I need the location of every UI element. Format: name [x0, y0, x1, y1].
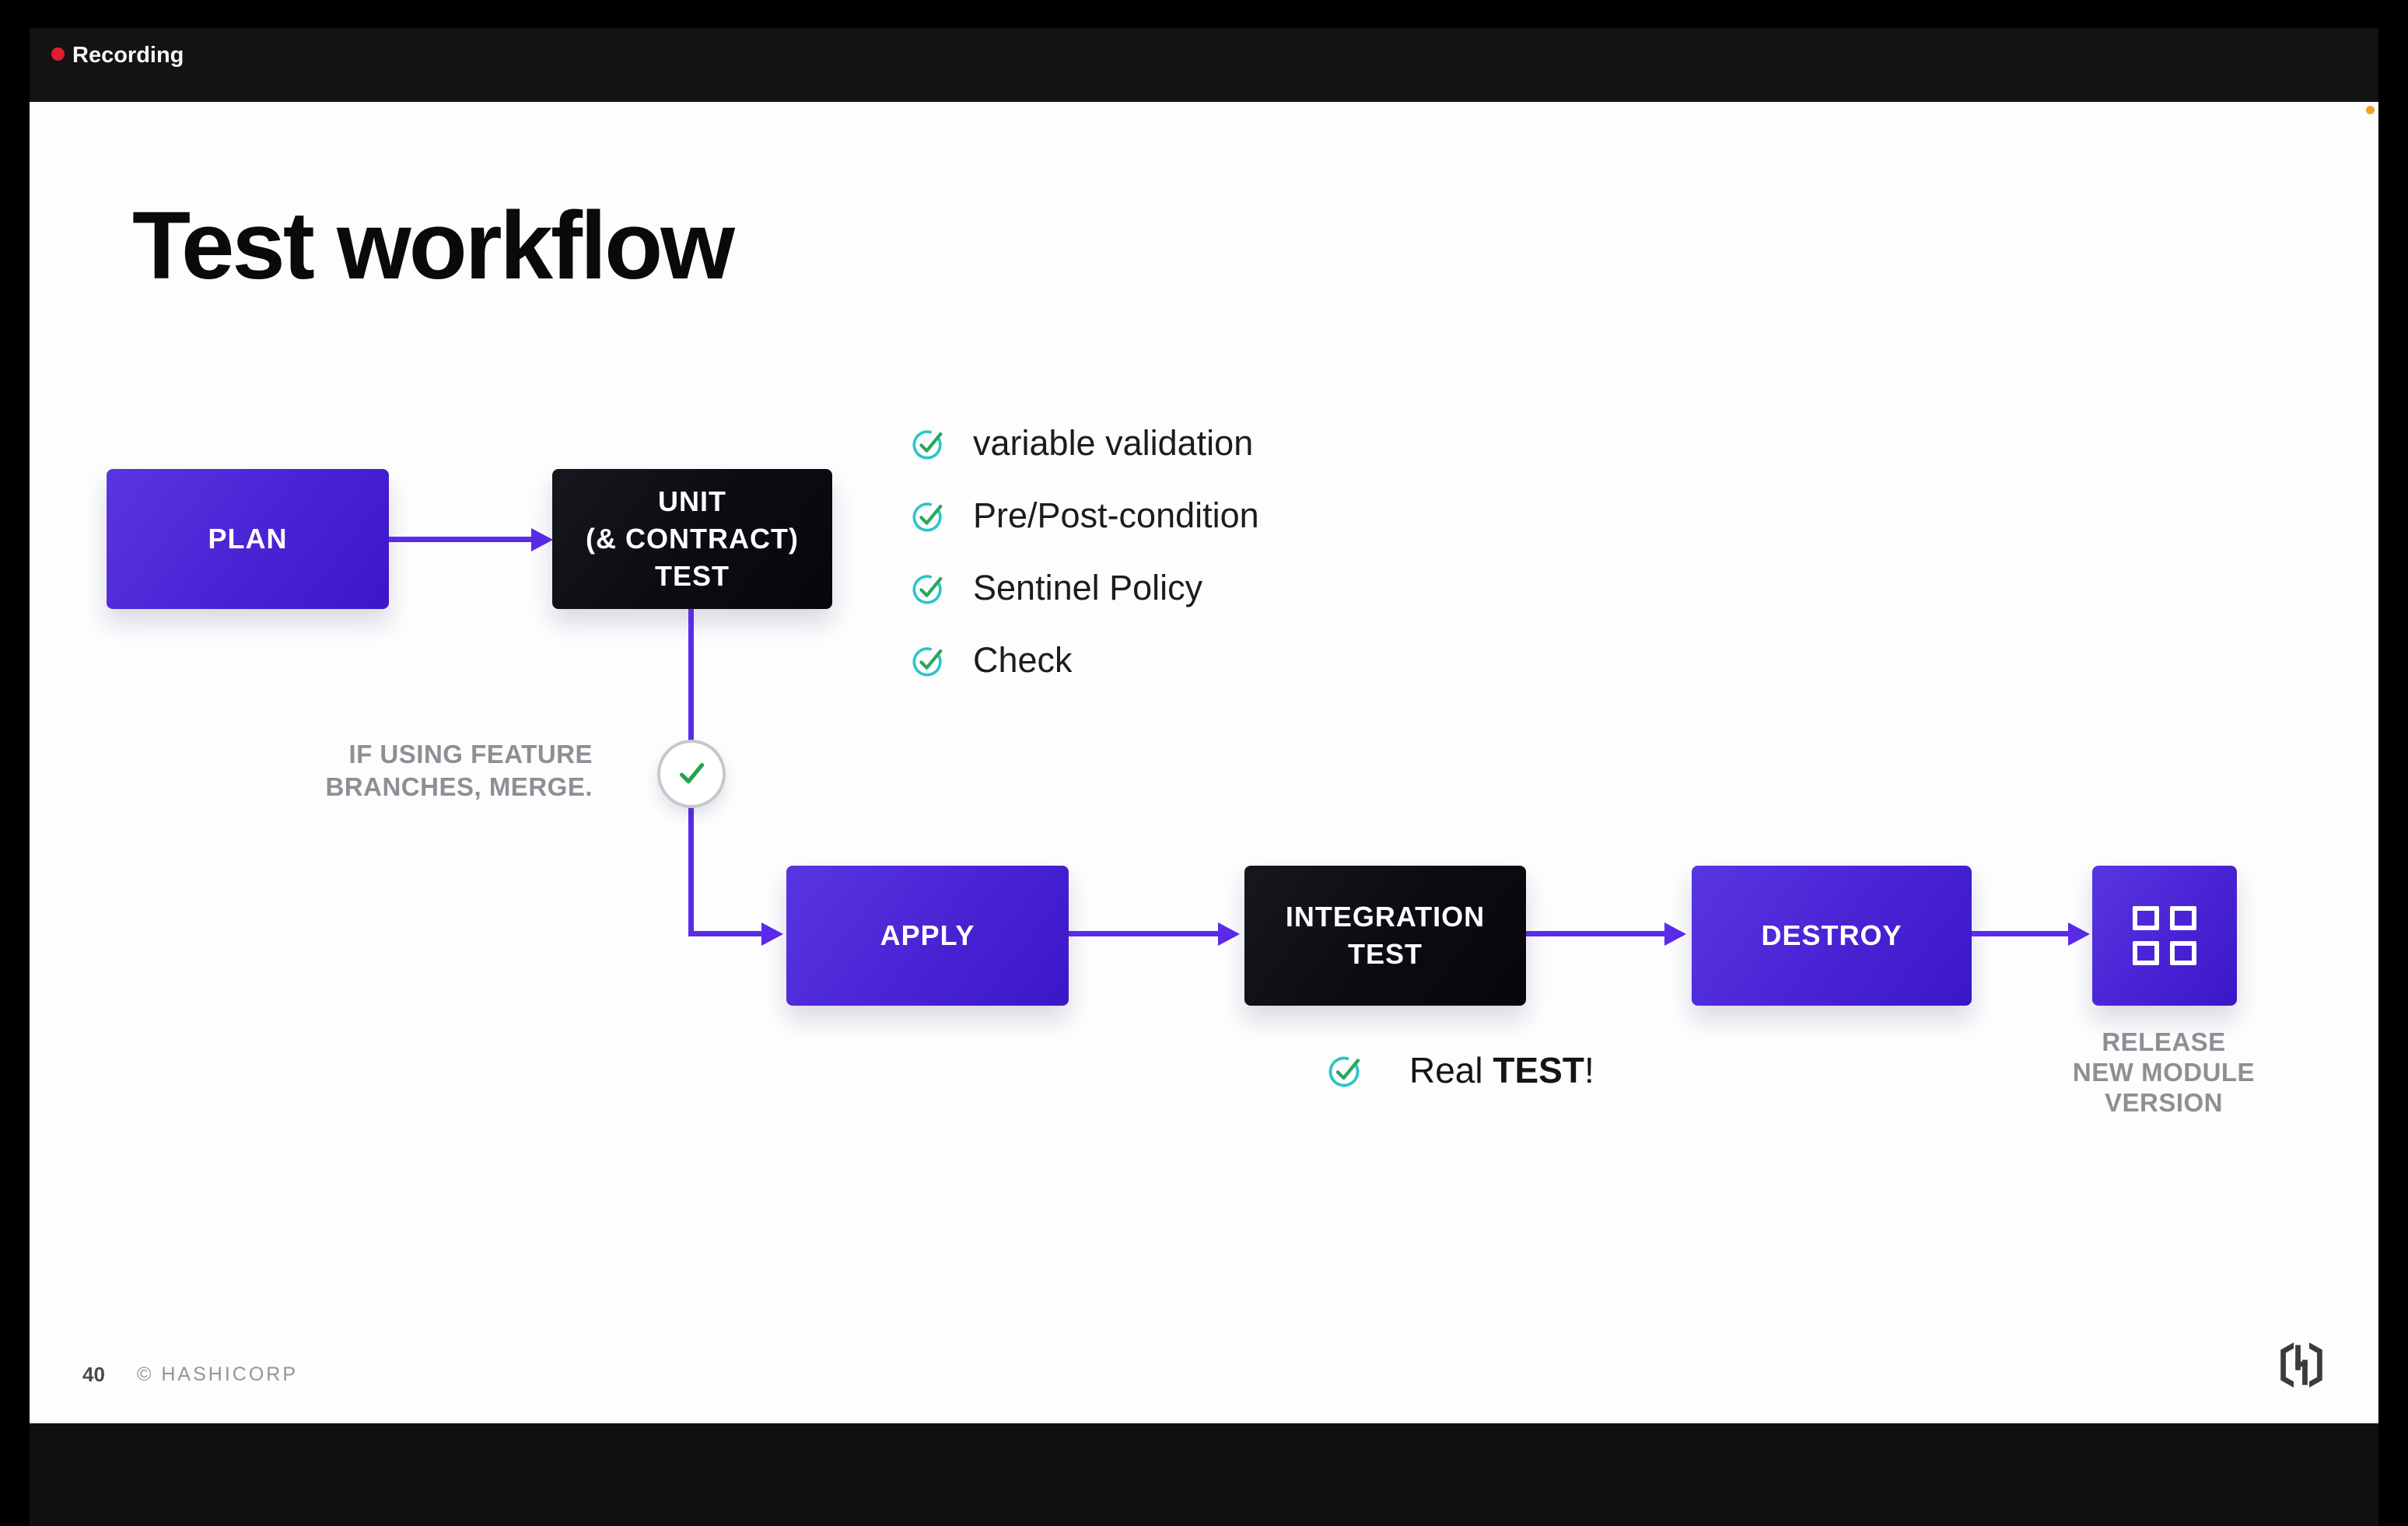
- checklist-item-label: Pre/Post-condition: [973, 495, 1259, 535]
- node-integration-test: INTEGRATION TEST: [1244, 866, 1526, 1006]
- checklist-item-label: Sentinel Policy: [973, 568, 1203, 607]
- merge-note: IF USING FEATURE BRANCHES, MERGE.: [126, 738, 593, 803]
- recording-bar: Recording: [30, 28, 2378, 102]
- node-integration-line: TEST: [1347, 938, 1423, 970]
- arrowhead-destroy-to-release: [2068, 922, 2090, 946]
- release-caption-line: RELEASE: [2102, 1027, 2226, 1056]
- release-caption-line: VERSION: [2104, 1088, 2224, 1117]
- checklist-item: Check: [911, 642, 1073, 679]
- recording-dot-icon: [51, 47, 65, 61]
- recording-label: Recording: [72, 43, 184, 68]
- checklist-item-label: variable validation: [973, 423, 1254, 463]
- checklist-item: Pre/Post-condition: [911, 497, 1259, 534]
- arrow-apply-to-integration: [1069, 931, 1220, 936]
- slide: Test workflow PLAN UNIT (& CONTRACT) TES…: [30, 102, 2378, 1423]
- slide-title: Test workflow: [132, 193, 735, 299]
- hashicorp-logo-icon: [2280, 1342, 2322, 1388]
- merge-note-line: IF USING FEATURE: [348, 740, 593, 768]
- node-unit-test: UNIT (& CONTRACT) TEST: [552, 469, 832, 609]
- green-check-icon: [679, 763, 705, 784]
- node-unit-line: UNIT: [657, 485, 726, 517]
- node-apply: APPLY: [786, 866, 1069, 1006]
- node-release: [2092, 866, 2237, 1006]
- arrow-integration-to-destroy: [1526, 931, 1666, 936]
- arrowhead-to-apply: [761, 922, 783, 946]
- arrowhead-integration-to-destroy: [1664, 922, 1686, 946]
- arrow-plan-to-unit: [389, 537, 533, 542]
- checklist-item: variable validation: [911, 425, 1253, 462]
- grid-icon: [2133, 906, 2196, 965]
- check-circle-icon: [912, 575, 943, 604]
- check-circle-icon: [912, 502, 943, 532]
- arrow-destroy-to-release: [1972, 931, 2070, 936]
- merge-note-line: BRANCHES, MERGE.: [325, 772, 593, 801]
- node-unit-line: (& CONTRACT): [586, 523, 799, 555]
- window-bottom-band: [30, 1423, 2378, 1526]
- real-test-note: Real TEST!: [1327, 1049, 1594, 1091]
- checklist-item: Sentinel Policy: [911, 569, 1202, 607]
- arrowhead-apply-to-integration: [1218, 922, 1240, 946]
- node-plan: PLAN: [107, 469, 389, 609]
- merge-checkpoint-circle: [657, 740, 726, 808]
- node-destroy-label: DESTROY: [1761, 919, 1902, 951]
- check-circle-icon: [912, 430, 943, 460]
- copyright-text: © HASHICORP: [137, 1363, 298, 1385]
- release-caption: RELEASE NEW MODULE VERSION: [1969, 1027, 2358, 1118]
- page-number: 40: [82, 1363, 105, 1386]
- checklist-item-label: Check: [973, 640, 1073, 680]
- real-test-text: Real TEST!: [1409, 1050, 1594, 1090]
- node-plan-label: PLAN: [208, 523, 288, 555]
- connector-merge-to-apply: [688, 931, 763, 936]
- node-destroy: DESTROY: [1692, 866, 1972, 1006]
- check-circle-icon: [912, 647, 943, 677]
- release-caption-line: NEW MODULE: [2072, 1058, 2256, 1087]
- check-circle-icon: [1328, 1056, 1360, 1087]
- node-integration-line: INTEGRATION: [1285, 901, 1486, 933]
- presence-dot-icon: [2366, 106, 2375, 114]
- node-apply-label: APPLY: [880, 919, 975, 951]
- node-unit-line: TEST: [654, 560, 730, 592]
- arrowhead-plan-to-unit: [531, 528, 553, 551]
